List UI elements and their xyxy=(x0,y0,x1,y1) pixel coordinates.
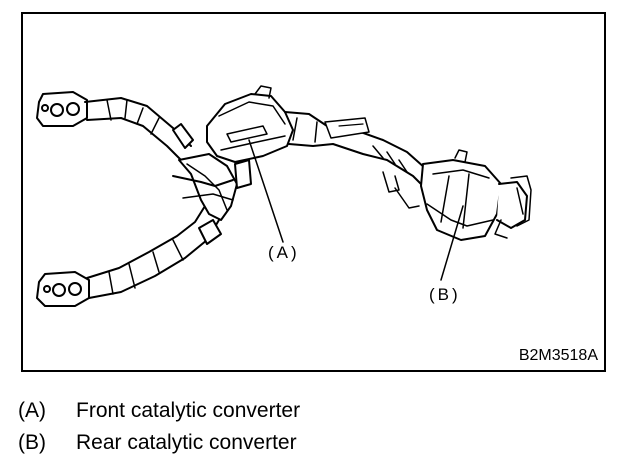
lower-front-pipe xyxy=(86,205,222,299)
front-catalytic-converter xyxy=(206,85,294,163)
legend-item-b: (B) Rear catalytic converter xyxy=(18,432,297,453)
figure-code: B2M3518A xyxy=(518,347,598,364)
legend-key: (B) xyxy=(18,431,46,454)
lower-front-flange xyxy=(36,271,90,307)
y-junction xyxy=(172,153,252,221)
callout-b: (B) xyxy=(429,285,461,304)
rear-outlet-flange xyxy=(494,175,532,239)
rear-catalytic-converter xyxy=(420,149,502,241)
center-pipe xyxy=(284,111,430,209)
figure-frame: (A) (B) B2M3518A xyxy=(21,12,606,372)
upper-front-pipe xyxy=(84,97,194,161)
leader-line-a xyxy=(248,139,284,243)
callout-a: (A) xyxy=(268,243,300,262)
legend-item-a: (A) Front catalytic converter xyxy=(18,400,300,421)
legend-text: Rear catalytic converter xyxy=(76,431,297,454)
exhaust-system-drawing xyxy=(36,85,532,307)
upper-front-flange xyxy=(36,91,88,127)
leader-line-b xyxy=(440,205,464,281)
legend-text: Front catalytic converter xyxy=(76,399,301,422)
legend-key: (A) xyxy=(18,399,46,422)
